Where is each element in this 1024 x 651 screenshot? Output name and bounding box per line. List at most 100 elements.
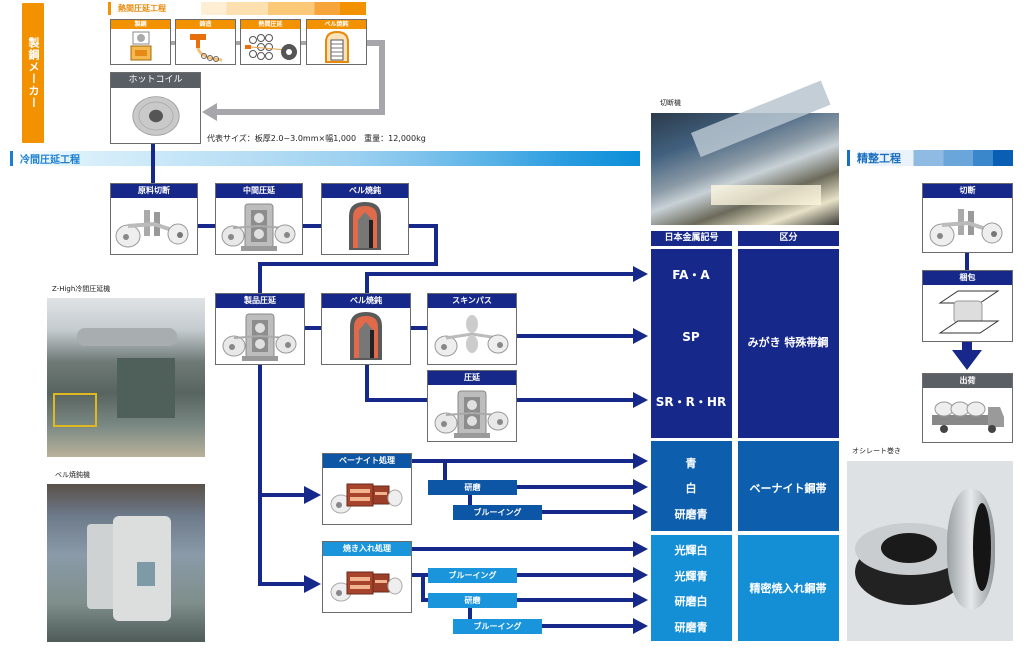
table-group-1-codes [651,249,732,438]
zhigh-mill-caption: Z-High冷間圧延機 [52,285,111,293]
arrow-to-sr-r-hr-arrowhead [633,392,648,408]
arrow-to-bright-blue-arrowhead [633,567,648,583]
table-group-2-codes [651,441,732,531]
code-polished-blue: 研磨青 [674,508,708,521]
code-white: 白 [685,482,697,495]
arrow-to-blue-arrowhead [633,453,648,469]
quench-bluing-tag[interactable]: ブルーイング [428,568,517,583]
casting-icon [176,29,235,64]
code-blue: 青 [685,457,697,470]
cold-step-bell-annealing-1[interactable]: ベル焼鈍 [321,183,409,255]
hot-rolling-title: 熱間圧延工程 [118,4,166,13]
code-sp: SP [682,330,700,344]
bainite-polish-tag[interactable]: 研磨 [428,480,517,495]
heat-treatment-furnace-icon [323,468,411,524]
hot-step-hot-rolling[interactable]: 熱間圧延 [240,19,301,65]
bell-furnace-icon [322,308,410,364]
bell-annealing-icon [307,29,366,64]
hot-coil-label: ホットコイル [111,73,200,88]
arrow-to-polished-white-arrowhead [633,592,648,608]
cold-step-label: 圧延 [428,371,516,385]
finishing-step-shipping[interactable]: 出荷 [922,373,1013,443]
rolling-mill-icon [428,385,516,441]
table-group-1-category-cell [738,249,839,438]
finishing-step-packing[interactable]: 梱包 [922,270,1013,342]
table-group-3-category-cell [738,535,839,641]
bainite-treatment-label: ベーナイト処理 [323,454,411,468]
bainite-treatment-box[interactable]: ベーナイト処理 [322,453,412,525]
cold-step-skin-pass[interactable]: スキンパス [427,293,517,365]
cold-rolling-title: 冷間圧延工程 [20,155,80,166]
finishing-step-label: 梱包 [923,271,1012,285]
hot-rolling-section-header: 熱間圧延工程 [108,2,366,15]
bell-furnace-icon [322,198,408,254]
finishing-step-label: 出荷 [923,374,1012,388]
hot-step-label: ベル焼鈍 [307,20,366,29]
finishing-title: 精整工程 [857,152,901,165]
hot-step-label: 製鋼 [111,20,170,29]
table-header-code: 日本金属記号 [651,231,732,246]
packing-icon [923,285,1012,341]
rolling-mill-icon [216,308,304,364]
category-precision-hardened-strip: 精密焼入れ鋼帯 [749,582,827,595]
cutter-caption: 切断機 [660,99,681,107]
arrow-to-polished-blue-2-arrowhead [633,618,648,634]
quench-branch-arrowhead [304,575,321,593]
cold-step-label: ベル焼鈍 [322,184,408,198]
hot-step-casting[interactable]: 鋳造 [175,19,236,65]
code-polished-white: 研磨白 [674,595,708,608]
oscillate-coil-caption: オシレート巻き [852,447,901,455]
slitting-icon [923,198,1012,252]
code-sr-r-hr: SR・R・HR [655,395,727,409]
table-header-category: 区分 [738,231,839,246]
bainite-bluing-tag[interactable]: ブルーイング [453,505,542,520]
hot-rolling-rolls-icon [241,29,300,64]
arrow-to-bright-white-arrowhead [633,541,648,557]
oscillate-coil-photo [847,461,1013,641]
bainite-branch-arrowhead [304,486,321,504]
hot-step-steelmaking[interactable]: 製鋼 [110,19,171,65]
slitting-machine-icon [111,198,197,254]
code-fa-a: FA・A [672,268,710,282]
zhigh-mill-photo [47,298,205,457]
cold-step-label: 中間圧延 [216,184,302,198]
hot-step-label: 熱間圧延 [241,20,300,29]
quench-treatment-box[interactable]: 焼き入れ処理 [322,541,412,613]
quench-polish-tag[interactable]: 研磨 [428,593,517,608]
arrow-to-fa-a-arrowhead [633,266,648,282]
steelmaking-furnace-icon [111,29,170,64]
skin-pass-icon [428,308,516,364]
heat-treatment-furnace-icon [323,556,411,612]
cold-step-bell-annealing-2[interactable]: ベル焼鈍 [321,293,411,365]
category-polished-special-strip: みがき 特殊帯鋼 [747,336,829,349]
hot-step-label: 鋳造 [176,20,235,29]
cold-step-raw-cutting[interactable]: 原料切断 [110,183,198,255]
cold-step-intermediate-rolling[interactable]: 中間圧延 [215,183,303,255]
steel-maker-label: 製鋼メーカー [22,3,44,143]
hot-step-bell-annealing[interactable]: ベル焼鈍 [306,19,367,65]
cold-step-label: ベル焼鈍 [322,294,410,308]
arrow-to-sp-arrowhead [633,328,648,344]
cold-step-product-rolling[interactable]: 製品圧延 [215,293,305,365]
arrow-to-polished-blue-arrowhead [633,504,648,520]
cutter-machine-photo [651,80,839,225]
rolling-mill-icon [216,198,302,254]
quench-polish-bluing-tag[interactable]: ブルーイング [453,619,542,634]
hot-coil-spec: 代表サイズ：板厚2.0~3.0mm×幅1,000 重量：12,000kg [207,134,426,143]
hot-coil-box[interactable]: ホットコイル [110,72,201,144]
table-group-2-category-cell [738,441,839,531]
category-bainite-strip: ベーナイト鋼帯 [749,482,827,495]
cold-step-rolling[interactable]: 圧延 [427,370,517,442]
cold-step-label: 製品圧延 [216,294,304,308]
bell-furnace-caption: ベル焼鈍機 [55,471,90,479]
code-bright-blue: 光輝青 [674,570,708,583]
arrow-to-white-arrowhead [633,479,648,495]
code-bright-white: 光輝白 [674,544,708,557]
finishing-step-cutting[interactable]: 切断 [922,183,1013,253]
cold-step-label: 原料切断 [111,184,197,198]
truck-icon [923,388,1012,442]
table-group-3-codes [651,535,732,641]
packing-to-shipping-arrowhead [952,350,982,370]
code-polished-blue-2: 研磨青 [674,621,708,634]
cold-step-label: スキンパス [428,294,516,308]
